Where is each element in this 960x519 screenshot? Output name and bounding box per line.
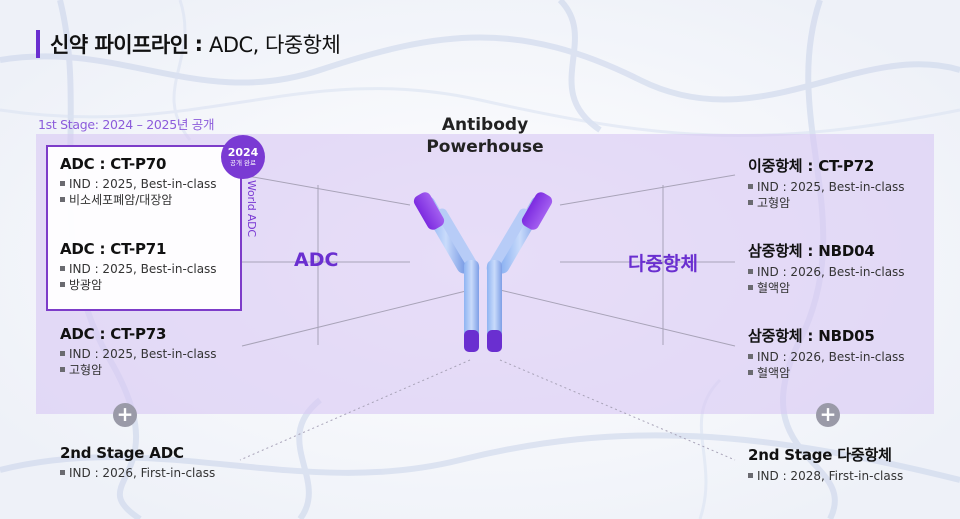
- item-line: IND : 2028, First-in-class: [748, 469, 960, 483]
- item-line: 혈액암: [748, 366, 960, 380]
- item-line: IND : 2026, Best-in-class: [748, 350, 960, 364]
- left-item-2: ADC : CT-P71 IND : 2025, Best-in-class 방…: [60, 240, 280, 292]
- item-line: 혈액암: [748, 281, 960, 295]
- item-title: 삼중항체 : NBD05: [748, 327, 875, 345]
- item-title: 2nd Stage 다중항체: [748, 446, 892, 464]
- badge-year: 2024: [227, 145, 259, 159]
- item-title: ADC : CT-P73: [60, 325, 167, 343]
- title-separator: :: [194, 32, 203, 56]
- completed-badge: 2024 공개 완료: [221, 135, 265, 179]
- item-line: 비소세포폐암/대장암: [60, 193, 280, 207]
- category-adc-label: ADC: [294, 249, 339, 271]
- category-multispecific-label: 다중항체: [628, 253, 698, 275]
- center-title-line1: Antibody: [441, 115, 529, 135]
- plus-icon: +: [113, 403, 137, 427]
- title-main: 신약 파이프라인: [50, 33, 189, 57]
- left-item-3: ADC : CT-P73 IND : 2025, Best-in-class 고…: [60, 325, 280, 377]
- stage2-left: 2nd Stage ADC IND : 2026, First-in-class: [60, 444, 280, 480]
- item-title: ADC : CT-P70: [60, 155, 167, 173]
- stage1-label: 1st Stage: 2024 – 2025년 공개: [38, 117, 215, 132]
- title-sub: ADC, 다중항체: [208, 33, 341, 57]
- right-item-3: 삼중항체 : NBD05 IND : 2026, Best-in-class 혈…: [748, 325, 960, 380]
- page-title: 신약 파이프라인 : ADC, 다중항체: [36, 29, 341, 59]
- world-adc-label: World ADC: [245, 180, 258, 237]
- right-item-1: 이중항체 : CT-P72 IND : 2025, Best-in-class …: [748, 155, 960, 210]
- center-title-line2: Powerhouse: [426, 137, 544, 157]
- item-title: 삼중항체 : NBD04: [748, 242, 875, 260]
- left-item-1: ADC : CT-P70 IND : 2025, Best-in-class 비…: [60, 155, 280, 207]
- antibody-illustration: [413, 192, 553, 352]
- item-line: IND : 2025, Best-in-class: [60, 347, 280, 361]
- right-item-2: 삼중항체 : NBD04 IND : 2026, Best-in-class 혈…: [748, 240, 960, 295]
- item-line: 고형암: [748, 196, 960, 210]
- item-title: 2nd Stage ADC: [60, 444, 184, 462]
- stage2-right: 2nd Stage 다중항체 IND : 2028, First-in-clas…: [748, 444, 960, 483]
- title-accent-bar: [36, 30, 40, 58]
- item-line: 방광암: [60, 278, 280, 292]
- antibody-powerhouse-title: Antibody Powerhouse: [420, 114, 550, 158]
- item-line: IND : 2025, Best-in-class: [60, 177, 280, 191]
- item-line: IND : 2025, Best-in-class: [60, 262, 280, 276]
- item-title: ADC : CT-P71: [60, 240, 167, 258]
- item-line: 고형암: [60, 363, 280, 377]
- item-line: IND : 2025, Best-in-class: [748, 180, 960, 194]
- world-adc-box: [46, 145, 242, 311]
- badge-text: 공개 완료: [230, 158, 256, 167]
- item-line: IND : 2026, First-in-class: [60, 466, 280, 480]
- plus-icon: +: [816, 403, 840, 427]
- item-title: 이중항체 : CT-P72: [748, 157, 875, 175]
- item-line: IND : 2026, Best-in-class: [748, 265, 960, 279]
